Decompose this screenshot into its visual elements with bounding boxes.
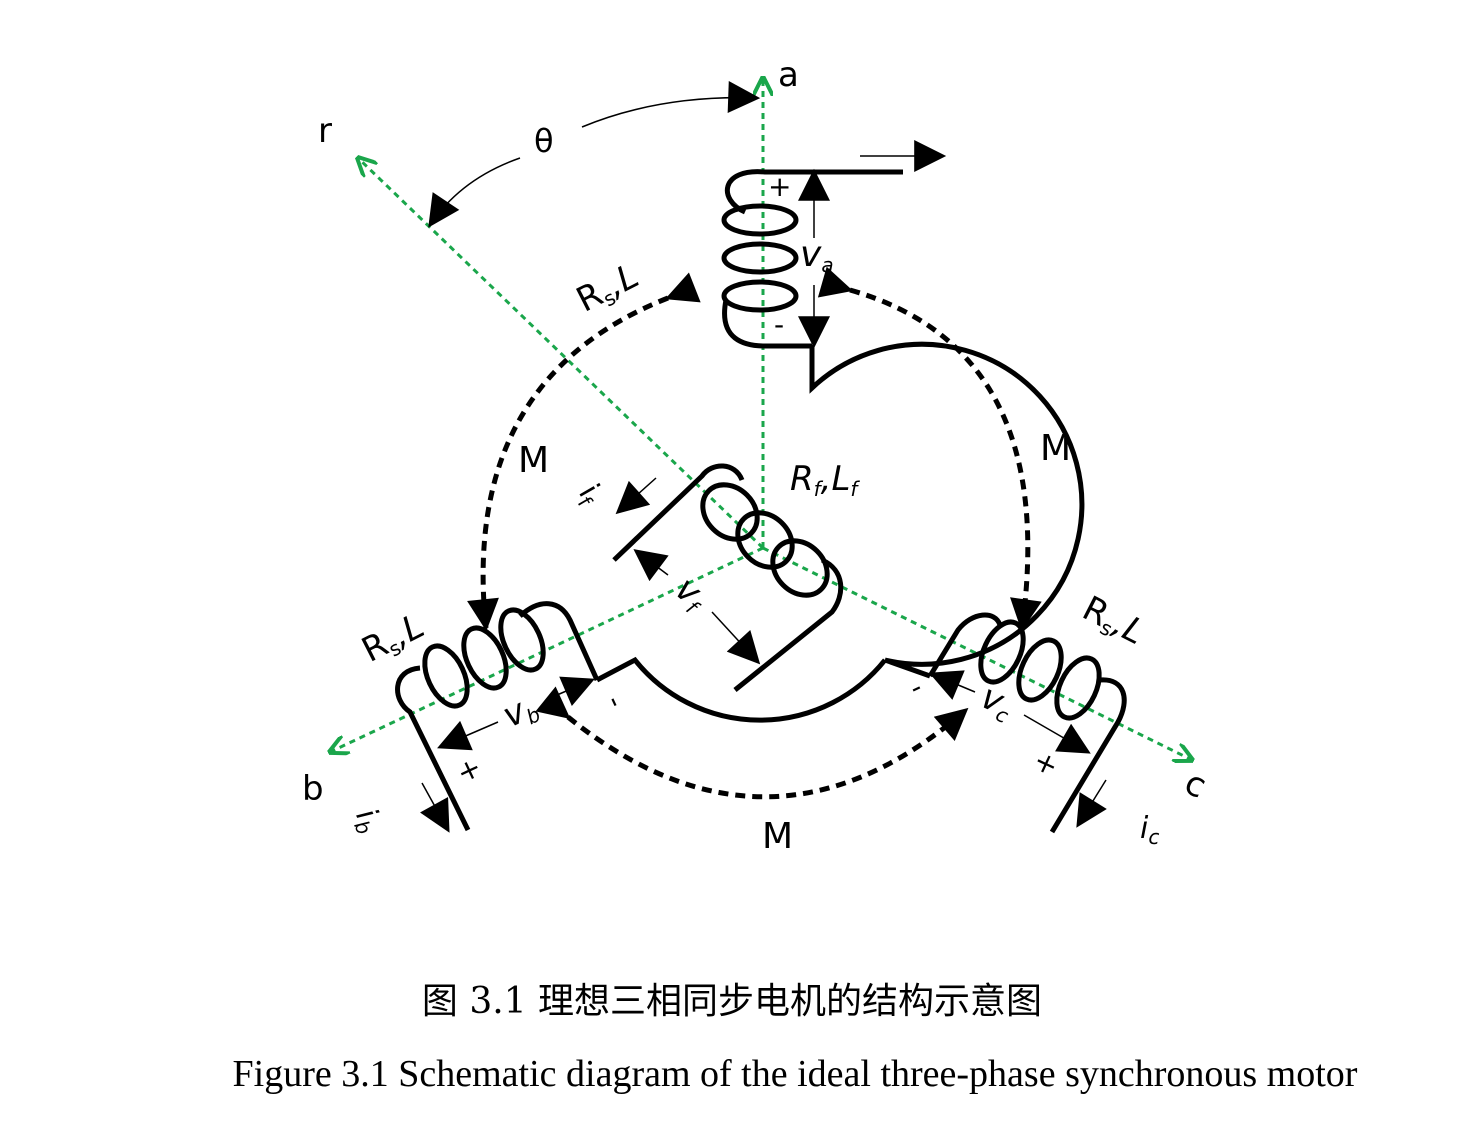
phase-c-current: ic [1140,811,1159,849]
phase-a-voltage: va [800,234,834,277]
mutual-label-ac: M [1040,428,1071,469]
phase-b-minus: - [599,690,633,713]
theta-arc-head [428,157,521,228]
mutual-label-ab: M [518,440,549,481]
rotor-field-winding [612,463,844,692]
synchronous-motor-diagram: a r b c θ Rs,L va + - Rs,L vb ib + - Rs,… [302,55,1212,857]
phase-c-voltage: vc [974,677,1020,728]
phase-c-params: Rs,L [1075,588,1151,654]
phase-b-voltage: vb [497,686,545,738]
axis-label-a: a [778,55,799,95]
phase-a-minus: - [774,308,784,341]
caption-english: Figure 3.1 Schematic diagram of the idea… [232,1053,1358,1095]
axis-label-b: b [302,769,324,809]
mutual-inductance-arcs [467,266,1042,800]
axis-r [358,158,765,550]
current-arrows [420,477,1107,833]
mutual-arc-ab [467,272,701,632]
theta-label: θ [534,122,554,160]
axis-label-r: r [318,111,332,151]
stator-winding-c [927,612,1127,834]
theta-arc-tail [581,81,761,128]
mutual-label-bc: M [762,816,793,857]
mutual-arc-ac [817,266,1042,632]
phase-a-plus: + [768,170,791,203]
mutual-arc-bc [535,686,969,800]
rotor-voltage: vf [666,569,716,621]
phase-b-plus: + [451,750,486,790]
rotor-current: if [569,478,610,511]
stator-winding-a [721,169,903,349]
caption-chinese: 图 3.1 理想三相同步电机的结构示意图 [421,981,1043,1022]
phase-b-params: Rs,L [356,606,432,672]
phase-b-current: ib [346,803,389,838]
rotor-params: Rf,Lf [790,459,860,501]
rotor-outline [595,341,1085,723]
axis-label-c: c [1178,763,1212,807]
phase-c-plus: + [1029,743,1064,783]
